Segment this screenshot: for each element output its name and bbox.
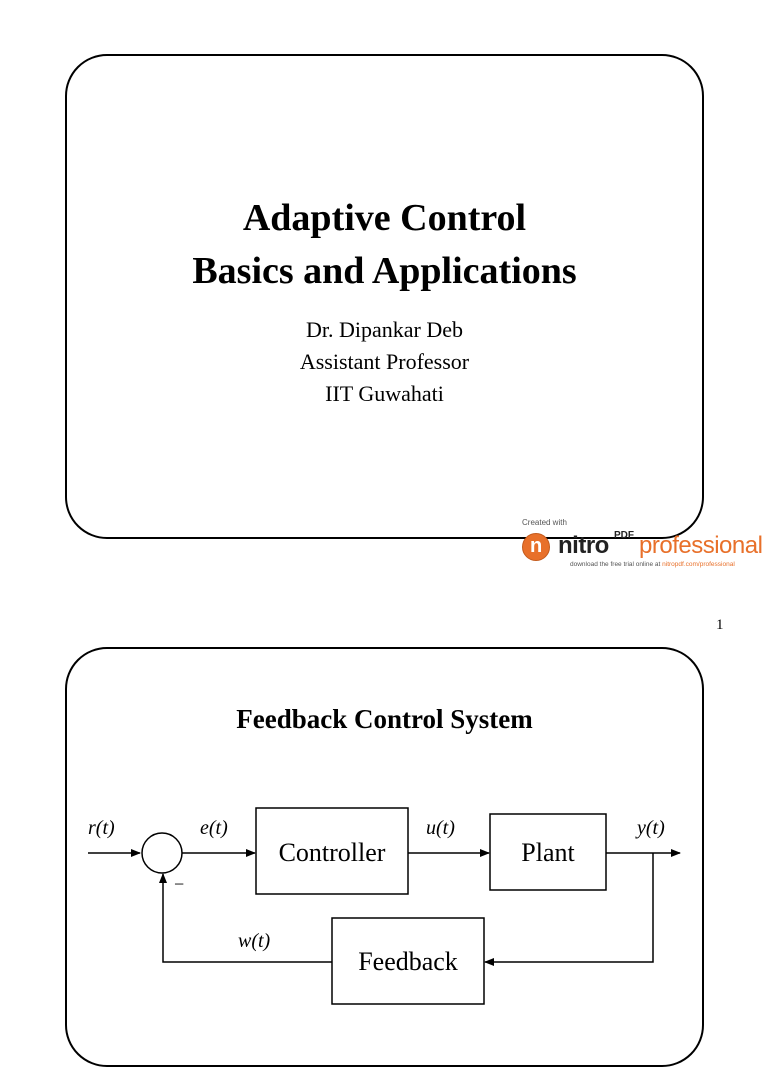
- controller-block: [255, 807, 409, 895]
- tagline-link[interactable]: nitropdf.com/professional: [662, 561, 735, 568]
- controller-label: Controller: [279, 838, 386, 867]
- feedback-slide: Feedback Control System: [65, 647, 704, 1067]
- plant-label: Plant: [521, 838, 575, 867]
- feedback-return-line: [484, 853, 654, 966]
- watermark-tagline: download the free trial online at nitrop…: [570, 561, 735, 568]
- tagline-text: download the free trial online at: [570, 561, 663, 568]
- slide-title: Feedback Control System: [236, 704, 533, 734]
- brand-professional: professional: [639, 532, 763, 559]
- created-with-label: Created with: [522, 518, 567, 527]
- author-institution: IIT Guwahati: [325, 381, 444, 406]
- summing-junction: [141, 832, 183, 874]
- plant-block: [489, 813, 607, 891]
- feedback-signal-line: [159, 873, 332, 963]
- page-number: 1: [716, 617, 724, 633]
- author-name: Dr. Dipankar Deb: [305, 317, 463, 342]
- feedback-block-diagram: − Controller Plant Feedback r(t) e(t) u(…: [88, 807, 681, 1005]
- feedback-label: Feedback: [358, 947, 458, 976]
- signal-label-w: w(t): [238, 930, 271, 952]
- slide-title: Adaptive Control Basics and Applications: [67, 192, 702, 298]
- author-info: Dr. Dipankar Deb Assistant Professor IIT…: [67, 314, 702, 410]
- title-line-1: Adaptive Control: [242, 197, 527, 239]
- brand-nitro: nitro: [558, 532, 609, 559]
- title-line-2: Basics and Applications: [192, 250, 577, 292]
- signal-label-r: r(t): [88, 817, 115, 839]
- feedback-block: [331, 917, 485, 1005]
- nitro-watermark[interactable]: Created with n nitro PDF professional do…: [520, 518, 766, 574]
- nitro-logo-icon: n: [522, 533, 550, 561]
- summing-minus-sign: −: [174, 874, 184, 894]
- signal-label-y: y(t): [635, 817, 665, 839]
- brand-pdf: PDF: [614, 530, 634, 541]
- signal-label-u: u(t): [426, 817, 455, 839]
- title-slide: Adaptive Control Basics and Applications…: [65, 54, 704, 539]
- author-position: Assistant Professor: [299, 349, 470, 374]
- signal-label-e: e(t): [200, 817, 228, 839]
